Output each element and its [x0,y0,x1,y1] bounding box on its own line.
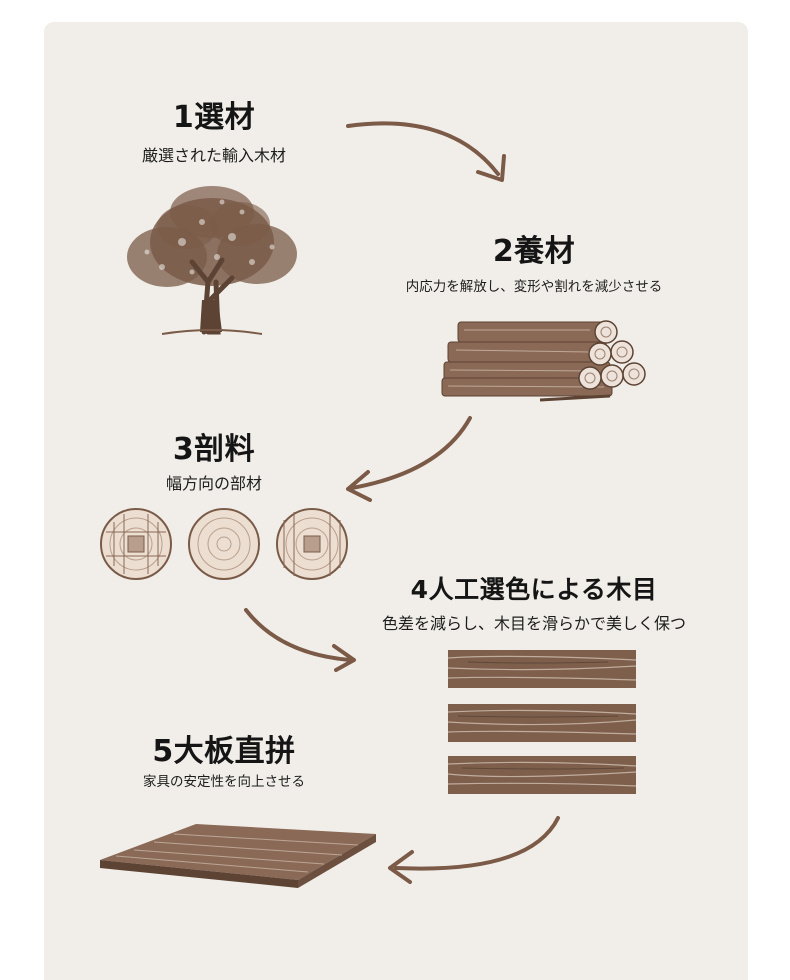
step-3-subtitle: 幅方向の部材 [165,474,262,493]
step-5-subtitle: 家具の安定性を向上させる [143,774,305,790]
step-2-subtitle: 内応力を解放し、変形や割れを減少させる [405,279,663,295]
step-5-title: 5大板直拼 [152,734,296,769]
log-pile-icon [441,320,646,402]
arrow-step-2-to-3 [346,416,472,502]
arrow-step-1-to-2 [346,121,506,182]
step-1-title: 1選材 [172,100,256,135]
arrow-step-4-to-5 [388,816,560,884]
step-3-title: 3剖料 [172,432,256,467]
arrow-step-3-to-4 [244,608,356,672]
step-4-title: 4人工選色による木目 [410,575,658,604]
log-cross-section-icon [100,508,348,580]
step-2-title: 2養材 [492,234,576,269]
step-4-subtitle: 色差を減らし、木目を滑らかで美しく保つ [381,614,686,633]
wood-board-icon [100,824,376,888]
wood-plank-icon [448,650,637,794]
process-card: 1選材 厳選された輸入木材 2養材 内応力を解放し、変形や割れを減少させる [44,22,748,980]
step-1-subtitle: 厳選された輸入木材 [141,146,286,165]
tree-icon [127,186,297,335]
